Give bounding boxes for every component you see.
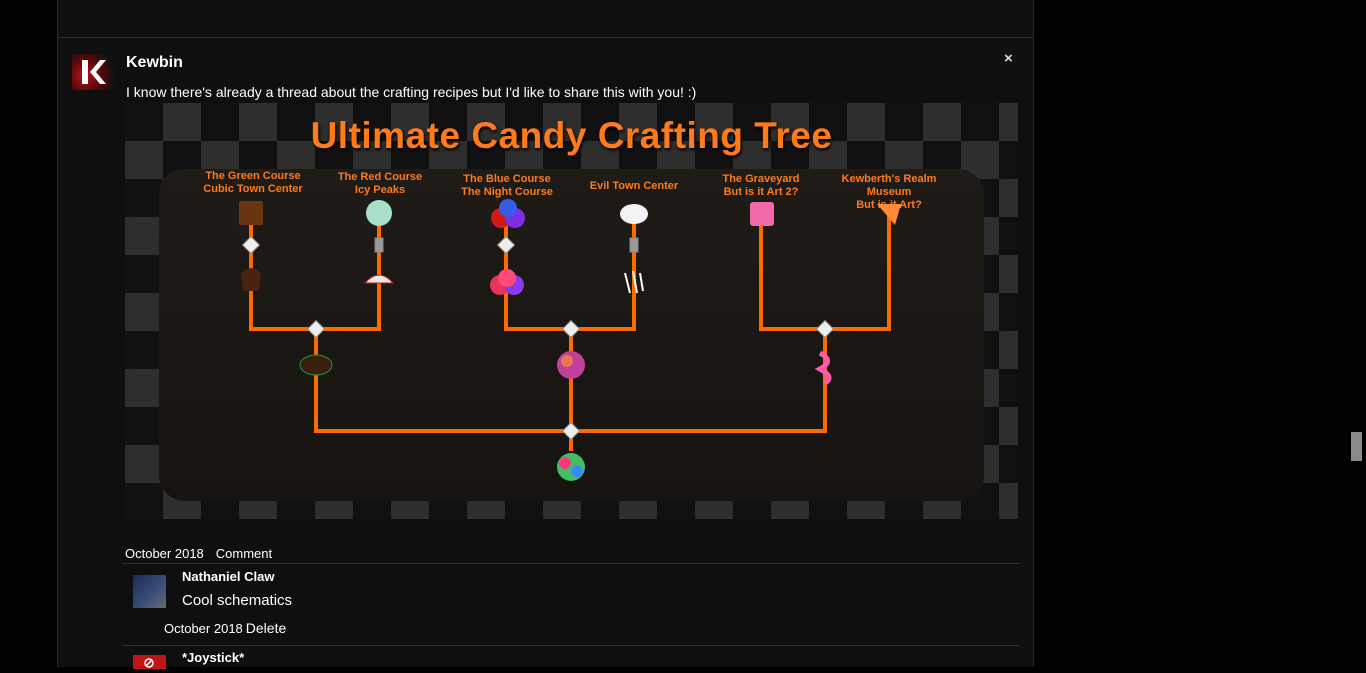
comment-author[interactable]: Nathaniel Claw xyxy=(182,569,275,584)
comment-link[interactable]: Comment xyxy=(215,546,273,561)
source-candies xyxy=(239,199,901,228)
divider xyxy=(122,645,1019,646)
post-meta: October 2018 Comment xyxy=(125,546,284,561)
crafting-boxes xyxy=(241,235,835,441)
close-icon[interactable]: × xyxy=(1004,50,1013,67)
image-title: Ultimate Candy Crafting Tree xyxy=(310,115,833,156)
post-text: I know there's already a thread about th… xyxy=(126,84,697,100)
avatar[interactable] xyxy=(133,655,166,669)
crafting-tree-image[interactable]: Ultimate Candy Crafting Tree The Green C… xyxy=(125,103,1018,519)
avatar[interactable] xyxy=(133,575,166,608)
avatar[interactable] xyxy=(72,54,114,90)
post-author[interactable]: Kewbin xyxy=(126,54,183,71)
post-panel: Kewbin × I know there's already a thread… xyxy=(57,0,1034,669)
divider xyxy=(122,563,1019,564)
comment-date[interactable]: October 2018 xyxy=(164,621,243,636)
post-date[interactable]: October 2018 xyxy=(125,546,204,561)
no-sign-icon xyxy=(144,658,154,668)
kewbin-logo-icon xyxy=(82,60,106,84)
comment-author[interactable]: *Joystick* xyxy=(182,650,245,665)
delete-link[interactable]: Delete xyxy=(245,620,287,636)
crafted-candies xyxy=(241,268,832,481)
scrollbar-thumb[interactable] xyxy=(1351,432,1362,461)
source-label: Evil Town Center xyxy=(589,180,679,192)
divider xyxy=(58,37,1033,38)
crafting-tree-diagram xyxy=(239,199,901,481)
comment-text: Cool schematics xyxy=(182,592,293,609)
